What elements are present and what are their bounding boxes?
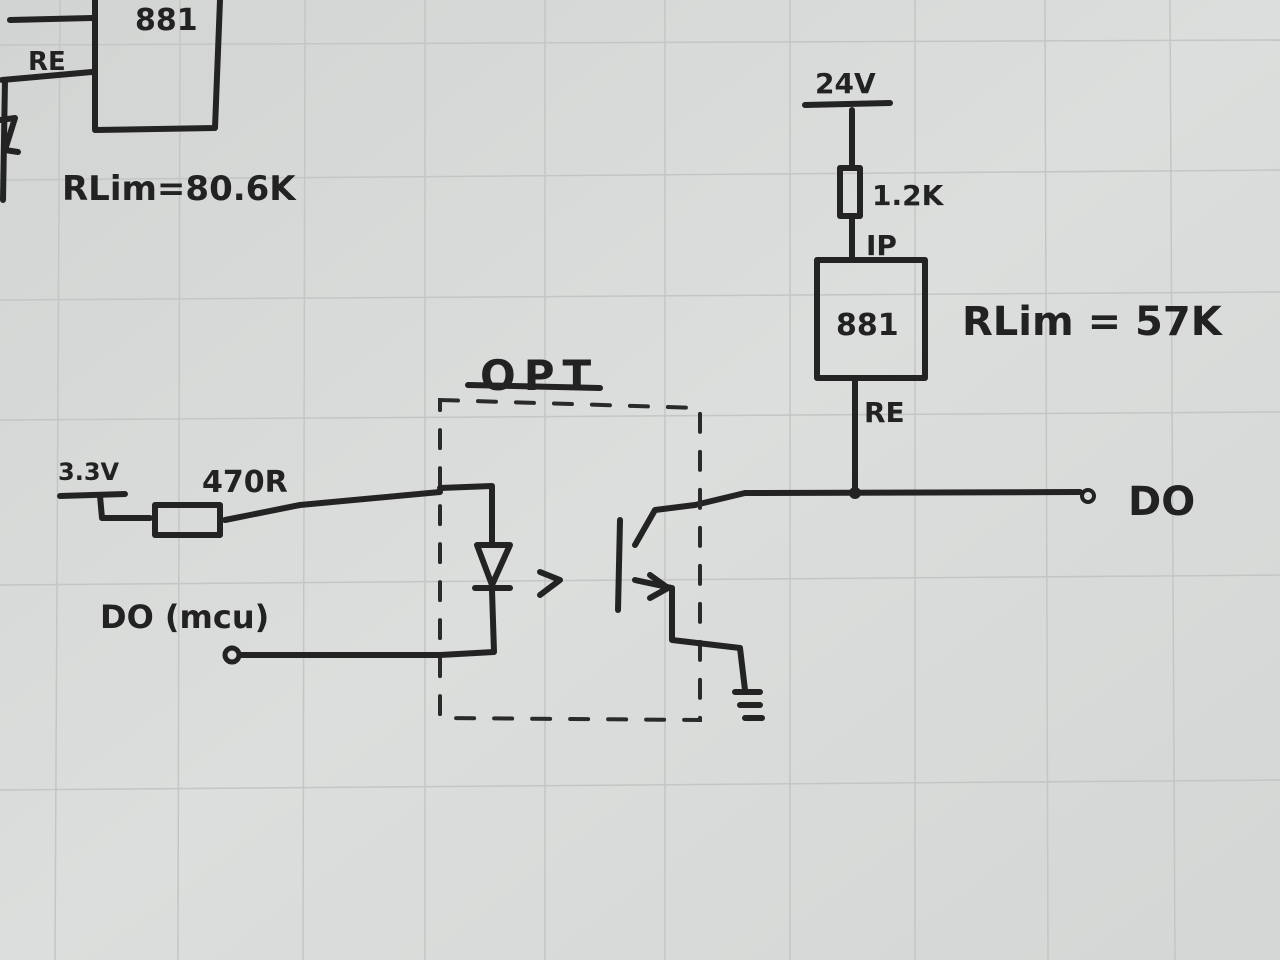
input-circuit: 3.3V 470R DO (mcu) <box>57 458 443 665</box>
top-left-circuit: 881 RE RLim=80.6K <box>0 0 297 209</box>
chip-881 <box>814 257 928 381</box>
right-circuit: 24V 1.2K IP 881 RLim = 57K RE DO <box>692 67 1224 525</box>
optocoupler: OPT <box>437 351 765 723</box>
chip-881-label: 881 <box>836 308 899 343</box>
re-pin-label: RE <box>864 396 905 429</box>
top-left-chip-label: 881 <box>135 3 198 38</box>
top-left-rlim-label: RLim=80.6K <box>62 169 297 209</box>
do-output-label: DO <box>1128 479 1195 525</box>
resistor-1-2k-label: 1.2K <box>872 179 945 212</box>
resistor-470r-label: 470R <box>202 465 288 500</box>
supply-24v-label: 24V <box>815 67 876 100</box>
supply-3v3-label: 3.3V <box>58 458 120 486</box>
rlim-57k-label: RLim = 57K <box>962 299 1224 345</box>
resistor-470r <box>152 502 223 538</box>
top-left-re-label: RE <box>28 47 66 77</box>
ip-pin-label: IP <box>866 229 897 262</box>
opt-label: OPT <box>480 351 599 400</box>
mcu-pin-label: DO (mcu) <box>100 598 269 636</box>
do-terminal <box>1080 488 1096 504</box>
